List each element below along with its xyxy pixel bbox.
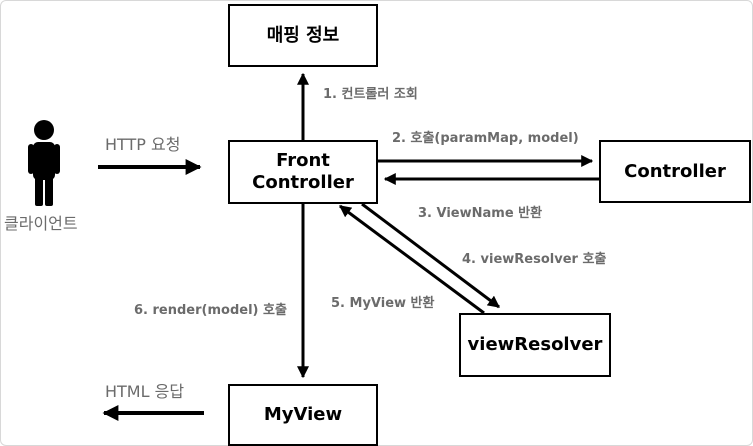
html-response-label: HTML 응답 [105,382,185,401]
step6-label: 6. render(model) 호출 [134,303,287,318]
step2-label: 2. 호출(paramMap, model) [392,131,579,146]
front-controller-label-line2: Controller [252,172,354,193]
controller-label: Controller [624,160,726,182]
my-view-label: MyView [263,404,343,426]
step5-arrow [339,204,485,315]
client-person-icon [28,120,60,206]
mapping-info-label: 매핑 정보 [266,24,340,46]
controller-box: Controller [599,140,751,203]
my-view-box: MyView [228,384,378,446]
step1-label: 1. 컨트롤러 조회 [323,87,418,102]
step4-arrow [361,202,500,309]
front-controller-box: Front Controller [228,140,378,204]
front-controller-label-line1: Front [276,150,330,172]
view-resolver-label: viewResolver [467,334,603,356]
view-resolver-box: viewResolver [459,313,611,377]
step4-label: 4. viewResolver 호출 [462,252,607,267]
step3-label: 3. ViewName 반환 [418,206,543,221]
client-label: 클라이언트 [4,214,78,233]
http-request-label: HTTP 요청 [105,135,181,154]
step5-label: 5. MyView 반환 [331,296,435,311]
mapping-info-box: 매핑 정보 [228,4,378,67]
